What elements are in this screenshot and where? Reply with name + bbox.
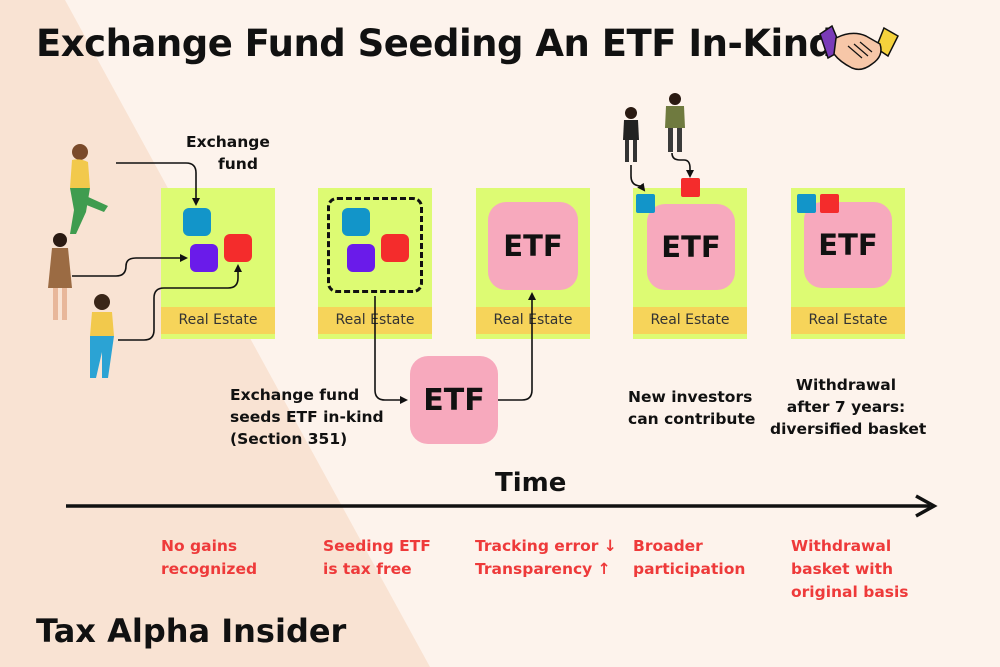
asset-square-blue (342, 208, 370, 236)
stage-card-exchange-fund: Real Estate (161, 188, 275, 339)
etf-box: ETF (804, 202, 892, 288)
real-estate-label: Real Estate (633, 307, 747, 334)
asset-square-red (224, 234, 252, 262)
real-estate-label: Real Estate (791, 307, 905, 334)
investor-woman-icon (70, 144, 108, 234)
asset-square-blue (636, 194, 655, 213)
stage-card-withdrawal: ETF Real Estate (791, 188, 905, 339)
brand-name: Tax Alpha Insider (36, 612, 347, 650)
caption-withdrawal: Withdrawal after 7 years: diversified ba… (770, 376, 927, 438)
caption-new-investors: New investors can contribute (628, 388, 756, 428)
etf-box-seeded: ETF (410, 356, 498, 444)
dashed-boundary (327, 197, 423, 293)
asset-square-blue (183, 208, 211, 236)
investor-woman-icon (90, 294, 114, 378)
note-seeding-tax-free: Seeding ETF is tax free (323, 537, 431, 578)
asset-square-purple (347, 244, 375, 272)
note-broader-participation: Broader participation (633, 537, 746, 578)
exchange-fund-label: Exchange fund (186, 133, 270, 173)
time-axis-label: Time (495, 468, 567, 498)
etf-box: ETF (488, 202, 578, 290)
real-estate-label: Real Estate (161, 307, 275, 334)
investor-man-icon (665, 93, 685, 152)
investor-woman-icon (623, 107, 639, 162)
etf-box: ETF (647, 204, 735, 290)
note-withdrawal-basis: Withdrawal basket with original basis (791, 537, 909, 601)
real-estate-label: Real Estate (476, 307, 590, 334)
asset-square-blue (797, 194, 816, 213)
handshake-icon (819, 24, 899, 71)
caption-seed: Exchange fund seeds ETF in-kind (Section… (230, 386, 384, 448)
investor-woman-icon (48, 233, 72, 320)
asset-square-red (820, 194, 839, 213)
asset-square-red (381, 234, 409, 262)
page-title: Exchange Fund Seeding An ETF In-Kind (36, 22, 835, 65)
note-tracking-transparency: Tracking error ↓ Transparency ↑ (475, 537, 617, 578)
stage-card-new-investors: ETF Real Estate (633, 188, 747, 339)
note-no-gains: No gains recognized (161, 537, 258, 578)
stage-card-etf: ETF Real Estate (476, 188, 590, 339)
asset-square-red (681, 178, 700, 197)
asset-square-purple (190, 244, 218, 272)
